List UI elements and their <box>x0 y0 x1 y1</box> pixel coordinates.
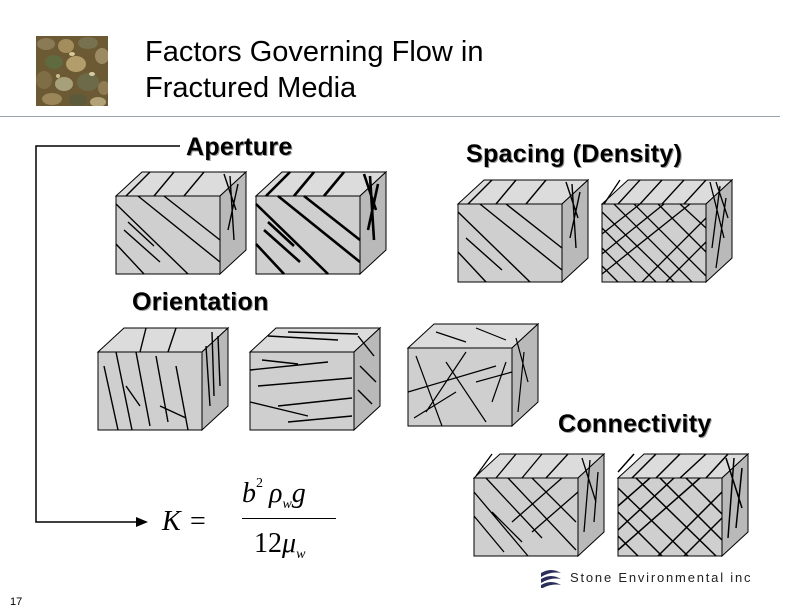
label-connectivity: Connectivity <box>558 410 712 438</box>
title-divider <box>0 116 780 117</box>
formula-fraction-bar <box>242 518 336 519</box>
cube-orientation-3 <box>406 322 540 428</box>
logo-text: Stone Environmental inc <box>570 570 753 585</box>
cube-spacing-2 <box>600 178 734 284</box>
stone-swirl-icon <box>541 570 561 589</box>
cube-aperture-2 <box>254 170 388 276</box>
title-line-1: Factors Governing Flow in <box>145 36 484 68</box>
formula-equals: = <box>190 506 206 537</box>
label-aperture: Aperture <box>186 133 293 161</box>
cube-aperture-1 <box>114 170 248 276</box>
cube-connectivity-2 <box>616 452 750 558</box>
cube-orientation-1 <box>96 326 230 432</box>
label-orientation: Orientation <box>132 288 269 316</box>
cube-orientation-2 <box>248 326 382 432</box>
title-line-2: Fractured Media <box>145 72 357 104</box>
slide-title: Factors Governing Flow in Fractured Medi… <box>145 34 483 106</box>
pebbles-thumbnail <box>36 36 108 106</box>
formula-lhs: K <box>162 506 181 537</box>
company-logo: Stone Environmental inc <box>538 568 760 589</box>
label-spacing: Spacing (Density) <box>466 140 683 168</box>
slide-number: 17 <box>10 596 23 608</box>
formula-denominator: 12μw <box>254 528 306 562</box>
cube-spacing-1 <box>456 178 590 284</box>
cube-connectivity-1 <box>472 452 606 558</box>
